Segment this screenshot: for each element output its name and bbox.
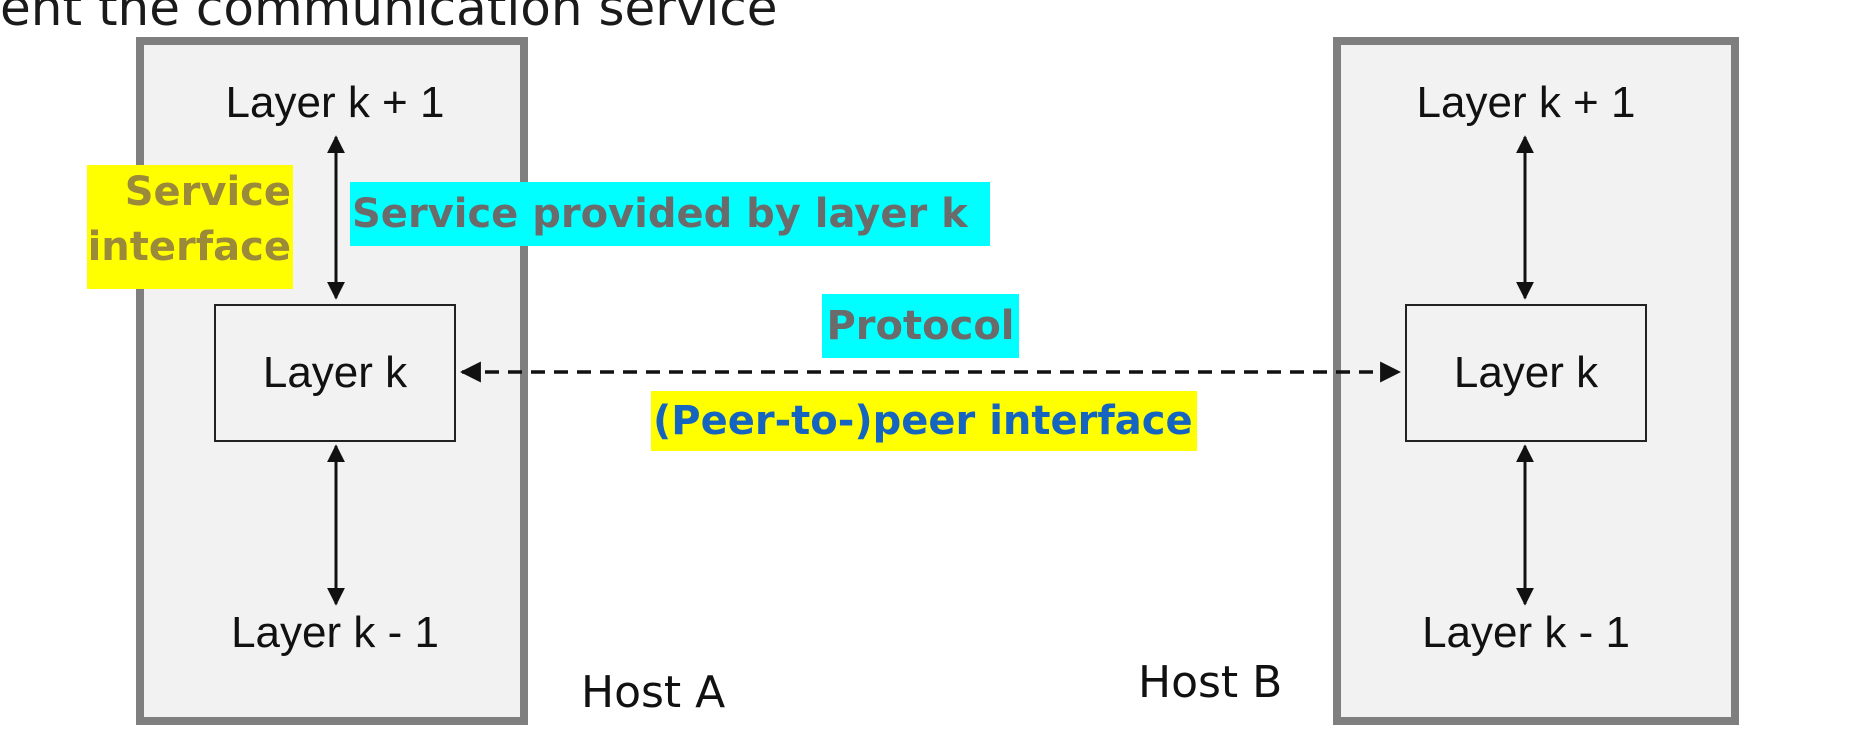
host-a-layer-above: Layer k + 1: [225, 78, 445, 127]
host-b-layer-box: Layer k: [1405, 304, 1647, 442]
host-a-layer-below: Layer k - 1: [231, 608, 439, 657]
host-b-label: Host B: [1138, 657, 1283, 708]
slide-heading-fragment: ent the communication service: [0, 0, 778, 37]
service-interface-line-2: interface: [87, 224, 291, 270]
host-a-label: Host A: [581, 667, 726, 718]
peer-interface-annotation: (Peer-to-)peer interface: [651, 391, 1197, 451]
host-a-layer-box: Layer k: [214, 304, 456, 442]
service-interface-line-1: Service: [124, 169, 291, 215]
host-b-layer-above: Layer k + 1: [1416, 78, 1636, 127]
host-b-layer-label: Layer k: [1453, 348, 1599, 397]
service-interface-annotation: Service interface: [87, 165, 293, 289]
service-provided-annotation: Service provided by layer k: [350, 182, 990, 246]
host-a-layer-label: Layer k: [262, 348, 408, 397]
protocol-annotation: Protocol: [822, 294, 1019, 358]
host-b-layer-below: Layer k - 1: [1422, 608, 1630, 657]
